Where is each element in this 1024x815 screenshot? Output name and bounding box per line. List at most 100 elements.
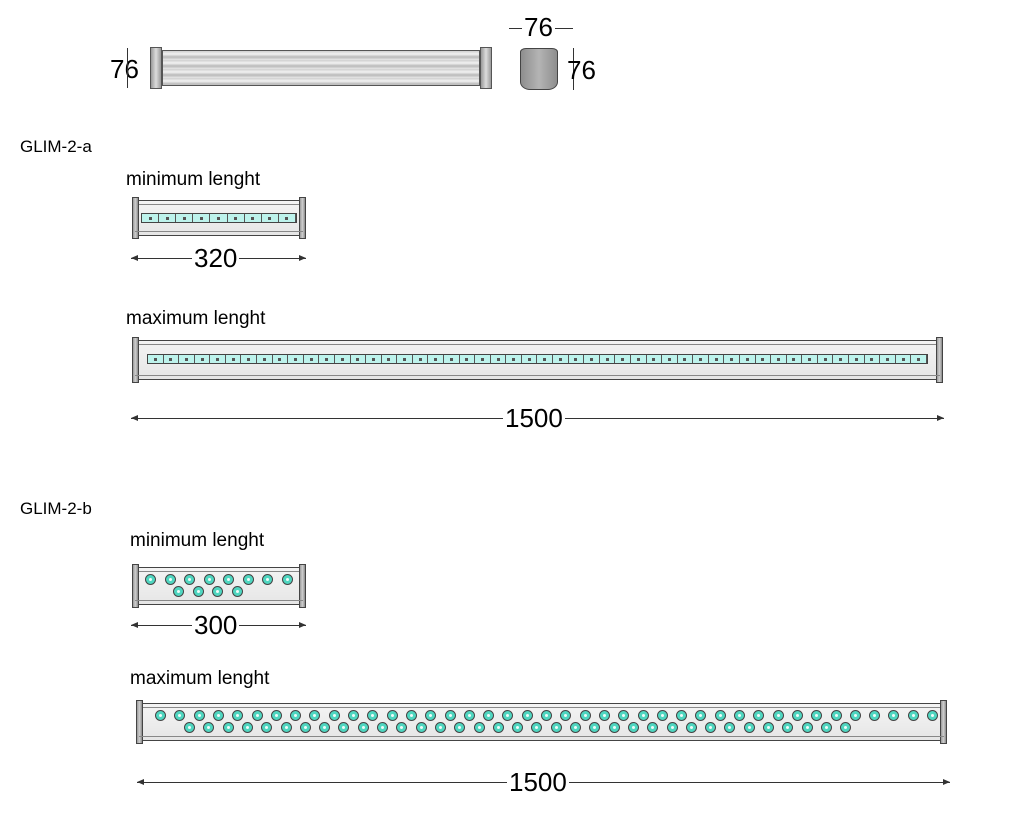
max-length-label-b: maximum lenght xyxy=(130,668,270,689)
led-round xyxy=(608,722,620,733)
led-square xyxy=(459,355,476,363)
led-square xyxy=(319,355,335,363)
led-round xyxy=(869,710,881,721)
led-round xyxy=(531,722,543,733)
led-square xyxy=(475,355,491,363)
led-square xyxy=(677,355,694,363)
led-round xyxy=(579,710,591,721)
led-round xyxy=(145,574,156,585)
led-square xyxy=(615,355,631,363)
min-length-label-b: minimum lenght xyxy=(130,530,265,551)
led-round xyxy=(212,586,223,597)
led-square xyxy=(366,355,382,363)
max-length-label-a: maximum lenght xyxy=(126,308,266,329)
led-square xyxy=(786,355,803,363)
led-round xyxy=(830,710,842,721)
led-square xyxy=(163,355,180,363)
side-view-end-cap-right xyxy=(480,47,492,89)
led-square xyxy=(521,355,538,363)
led-round xyxy=(386,710,398,721)
dim-a-min: 320 xyxy=(192,243,240,273)
led-round xyxy=(801,722,813,733)
led-round xyxy=(791,710,803,721)
led-round xyxy=(212,710,224,721)
led-round xyxy=(193,710,205,721)
led-square xyxy=(506,355,522,363)
dim-a-max: 1500 xyxy=(503,403,565,433)
led-round xyxy=(550,722,562,733)
led-round xyxy=(251,710,263,721)
profile-height-arrow xyxy=(573,48,574,90)
led-round xyxy=(270,710,282,721)
led-round xyxy=(570,722,581,733)
led-round xyxy=(328,710,340,721)
led-square xyxy=(817,355,834,363)
led-square xyxy=(176,214,194,222)
fixture-b-max xyxy=(136,700,947,744)
led-square xyxy=(272,355,289,363)
led-square xyxy=(397,355,413,363)
led-round xyxy=(560,710,572,721)
led-square xyxy=(895,355,912,363)
led-square xyxy=(227,214,245,222)
led-square xyxy=(210,214,228,222)
section-title-glim-2-b: GLIM-2-b xyxy=(20,499,92,518)
led-square xyxy=(911,355,927,363)
led-square xyxy=(241,355,258,363)
min-length-label-a: minimum lenght xyxy=(126,169,261,190)
led-round xyxy=(299,722,311,733)
led-round xyxy=(888,710,900,721)
led-round xyxy=(811,710,823,721)
led-round xyxy=(907,710,919,721)
led-square xyxy=(159,214,177,222)
led-square xyxy=(771,355,787,363)
led-round xyxy=(598,710,610,721)
profile-width-dim: 76 xyxy=(522,12,555,42)
led-round xyxy=(705,722,717,733)
led-round xyxy=(357,722,369,733)
side-view-height-dim: 76 xyxy=(110,54,139,84)
led-round xyxy=(463,710,475,721)
led-round xyxy=(281,574,293,585)
led-round xyxy=(840,722,852,733)
led-round xyxy=(425,710,437,721)
led-round xyxy=(261,722,273,733)
led-square xyxy=(148,355,164,363)
led-round xyxy=(589,722,601,733)
led-square xyxy=(257,355,273,363)
led-round xyxy=(763,722,774,733)
led-square xyxy=(755,355,772,363)
led-strip-a-min xyxy=(141,213,297,223)
led-round xyxy=(502,710,514,721)
led-round xyxy=(473,722,485,733)
led-square xyxy=(490,355,507,363)
led-round xyxy=(367,710,379,721)
led-round xyxy=(492,722,504,733)
led-round xyxy=(405,710,417,721)
led-square xyxy=(334,355,351,363)
led-square xyxy=(553,355,569,363)
led-round xyxy=(512,722,524,733)
led-square xyxy=(193,214,211,222)
led-round xyxy=(483,710,495,721)
led-round xyxy=(656,710,668,721)
profile-height-dim: 76 xyxy=(567,55,596,85)
led-round xyxy=(184,722,195,733)
led-round xyxy=(521,710,533,721)
side-view-fixture xyxy=(150,47,492,89)
led-square xyxy=(412,355,429,363)
led-round xyxy=(222,722,234,733)
led-round xyxy=(927,710,938,721)
led-round xyxy=(415,722,427,733)
led-square xyxy=(630,355,647,363)
led-round xyxy=(434,722,446,733)
led-round xyxy=(338,722,350,733)
led-round xyxy=(637,710,649,721)
fixture-a-max xyxy=(132,337,943,383)
led-round xyxy=(820,722,832,733)
led-round xyxy=(734,710,745,721)
led-round xyxy=(849,710,861,721)
led-square xyxy=(278,214,296,222)
led-round xyxy=(164,574,176,585)
led-square xyxy=(443,355,460,363)
